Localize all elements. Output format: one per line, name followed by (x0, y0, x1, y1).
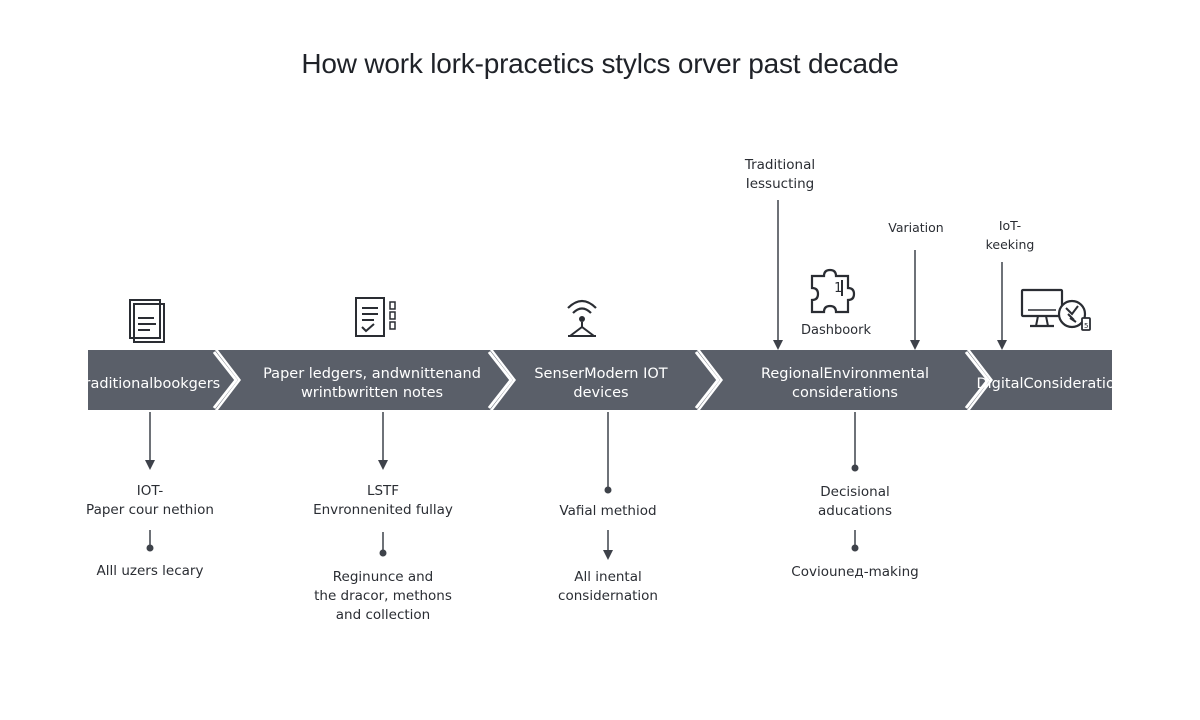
top-connector-3 (997, 262, 1007, 350)
segment-4-label: RegionalEnvironmental considerations (760, 366, 930, 401)
callout-variation: Variation (888, 220, 944, 235)
bottom-connector-2a (378, 412, 388, 470)
segment-1-label: Traditionalbookgers (77, 375, 221, 392)
callout-iot: IoT- keeking (985, 218, 1035, 252)
segment-2-shape (218, 350, 513, 410)
bottom-connector-3a (604, 412, 612, 494)
svg-text:5: 5 (1084, 322, 1088, 330)
top-connector-2 (910, 250, 920, 350)
puzzle-icon: 1 (810, 268, 856, 314)
col4-label-1: Decisional aducations (818, 484, 892, 519)
bottom-connector-1b (146, 530, 154, 552)
col1-label-1: IOT- Paper cour nethion (86, 483, 214, 518)
col4-label-2: Coviouneд-making (791, 564, 919, 580)
bottom-connector-2b (379, 532, 387, 557)
segment-2-label: Paper ledgers, andwnittenand wrintbwritt… (263, 366, 481, 401)
diagram-title: How work lork-pracetics stylcs orver pas… (301, 48, 899, 79)
sensor-icon (567, 299, 597, 337)
document-icon (129, 299, 165, 343)
col2-label-2: Reginunce and the dracor, methons and co… (314, 569, 452, 623)
bottom-connector-4a (851, 412, 859, 472)
checklist-icon (355, 297, 396, 337)
col3-label-1: Vafial methiod (559, 503, 657, 519)
bottom-connector-1a (145, 412, 155, 470)
segment-5-shape (970, 350, 1112, 410)
svg-text:1: 1 (834, 281, 842, 296)
segment-5-label: DigitalConsiderations (976, 375, 1132, 392)
callout-traditional: Traditional Iessucting (744, 157, 816, 192)
segment-1-shape (88, 350, 238, 410)
bottom-connector-4b (851, 530, 859, 552)
segment-3-label: SenserModern IOT devices (534, 366, 668, 401)
callout-dashboard: Dashboork (800, 323, 872, 338)
bottom-connector-3b (603, 530, 613, 560)
col1-label-2: Alll uzers lecary (96, 563, 204, 579)
segment-3-shape (493, 350, 720, 410)
top-connector-1 (773, 200, 783, 350)
segment-4-shape (700, 350, 990, 410)
col2-label-1: LSTF Envronnenited fullay (313, 483, 453, 518)
col3-label-2: All inental considernation (558, 569, 658, 604)
monitor-icon: 5 (1020, 288, 1091, 331)
